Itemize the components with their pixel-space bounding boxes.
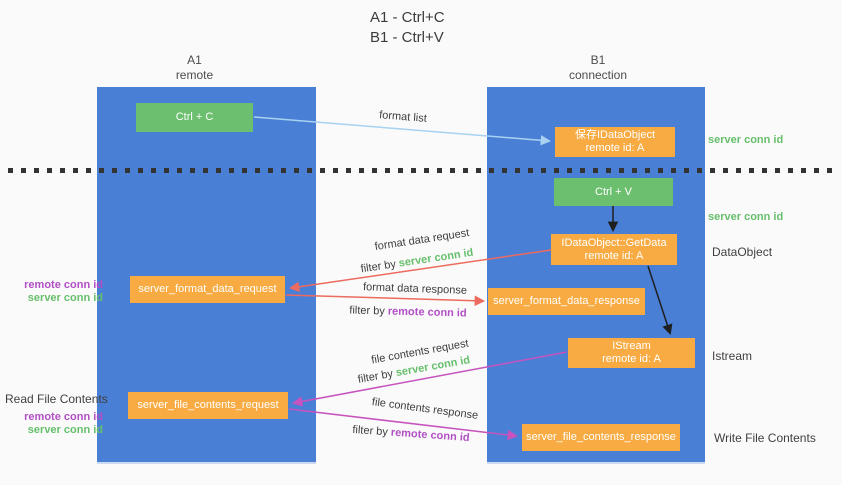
node-server-format-data-request: server_format_data_request: [130, 276, 285, 303]
filter-key-remote-conn-id: remote conn id: [390, 426, 470, 445]
title-line-2: B1 - Ctrl+V: [370, 29, 444, 46]
label-format-list: format list: [378, 109, 428, 125]
node-getdata-line1: IDataObject::GetData: [561, 236, 667, 249]
label-file-contents-response-filter: filter by remote conn id: [352, 424, 470, 444]
column-b1-subtitle: connection: [568, 68, 628, 82]
node-ctrl-v: Ctrl + V: [554, 178, 673, 206]
annotation-dataobject: DataObject: [712, 245, 773, 259]
annotation-server-conn-id-mid: server conn id: [708, 211, 784, 223]
filter-by-text: filter by: [352, 423, 392, 439]
node-format-request-label: server_format_data_request: [138, 283, 277, 295]
column-header-a1: A1 remote: [97, 53, 292, 83]
label-file-contents-response: file contents response: [371, 396, 479, 422]
node-file-request-label: server_file_contents_request: [137, 399, 279, 411]
annotation-istream: Istream: [712, 349, 753, 363]
node-server-format-data-response: server_format_data_response: [488, 288, 645, 315]
filter-key-remote-conn-id: remote conn id: [387, 305, 467, 320]
filter-by-text: filter by: [359, 257, 400, 276]
node-save-idataobject-line2: remote id: A: [585, 142, 645, 154]
node-server-file-contents-request: server_file_contents_request: [128, 392, 288, 419]
annotation-remote-conn-id-1: remote conn id: [24, 279, 103, 291]
column-b1-name: B1: [590, 53, 606, 67]
node-file-response-label: server_file_contents_response: [526, 431, 676, 443]
annotation-write-file-contents: Write File Contents: [714, 431, 816, 445]
node-save-idataobject-line1: 保存IDataObject: [574, 129, 656, 141]
node-ctrl-c: Ctrl + C: [136, 103, 253, 132]
column-header-b1: B1 connection: [487, 53, 709, 83]
annotation-format-conn-ids: remote conn id server conn id: [8, 279, 103, 305]
node-ctrl-c-label: Ctrl + C: [175, 111, 214, 123]
annotation-server-conn-id-2: server conn id: [27, 424, 103, 436]
node-idataobject-getdata: IDataObject::GetData remote id: A: [551, 234, 677, 265]
label-format-data-response: format data response: [362, 281, 468, 297]
filter-by-text: filter by: [356, 367, 397, 386]
column-a1-subtitle: remote: [175, 68, 214, 82]
annotation-remote-conn-id-2: remote conn id: [24, 411, 103, 423]
diagram-title: A1 - Ctrl+C B1 - Ctrl+V: [370, 8, 445, 48]
node-server-file-contents-response: server_file_contents_response: [522, 424, 680, 451]
node-format-response-label: server_format_data_response: [493, 295, 640, 307]
column-a1-name: A1: [187, 53, 202, 67]
title-line-1: A1 - Ctrl+C: [370, 9, 445, 26]
node-istream: IStream remote id: A: [568, 338, 695, 368]
annotation-server-conn-id-1: server conn id: [27, 292, 103, 304]
filter-key-server-conn-id: server conn id: [397, 246, 475, 270]
annotation-file-conn-ids: remote conn id server conn id: [8, 411, 103, 437]
label-format-data-response-filter: filter by remote conn id: [349, 304, 467, 319]
node-ctrl-v-label: Ctrl + V: [595, 185, 632, 198]
node-save-idataobject: 保存IDataObject remote id: A: [555, 127, 675, 157]
annotation-server-conn-id-top: server conn id: [708, 134, 784, 146]
node-istream-line1: IStream: [612, 340, 651, 352]
filter-by-text: filter by: [349, 304, 388, 318]
node-istream-line2: remote id: A: [602, 353, 661, 365]
annotation-read-file-contents: Read File Contents: [5, 392, 108, 406]
machine-boundary-dotted-line: [8, 168, 836, 173]
node-getdata-line2: remote id: A: [584, 249, 644, 262]
